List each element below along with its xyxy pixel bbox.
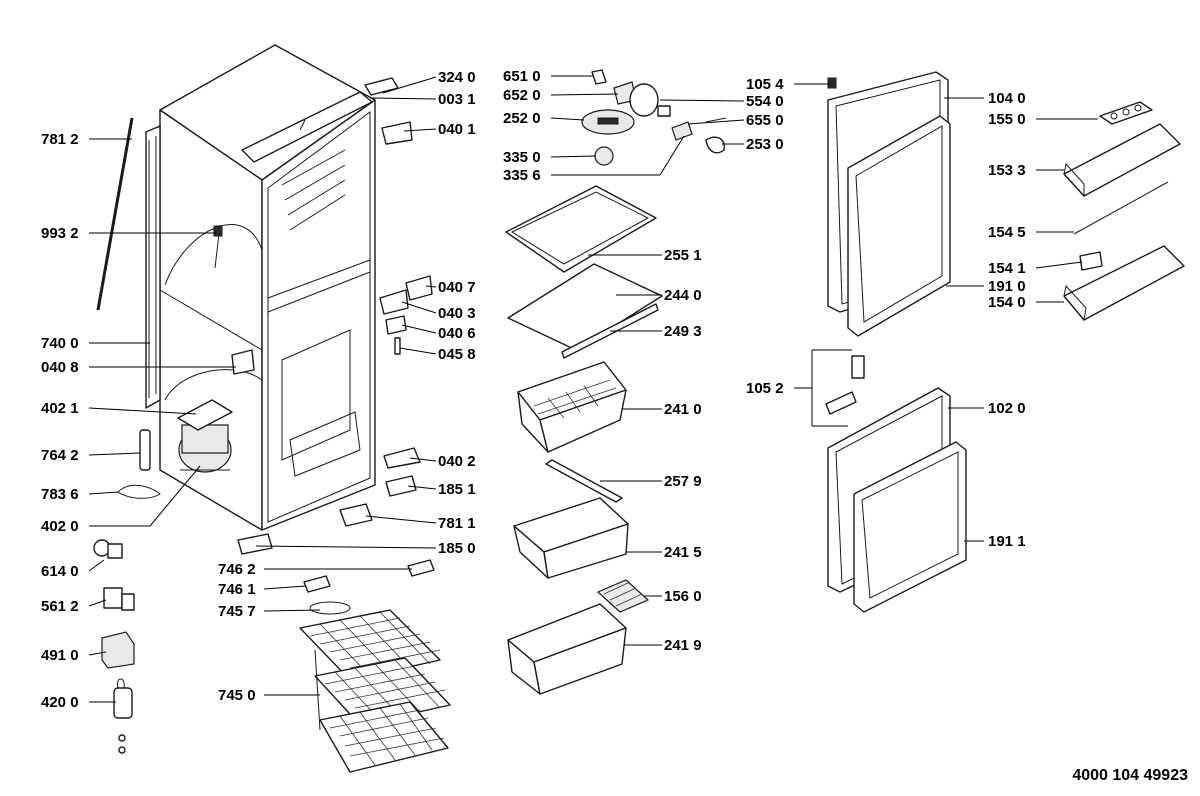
part-label: 257 9 — [664, 473, 702, 490]
ice-tray — [596, 579, 650, 613]
compressor — [177, 399, 233, 473]
document-number: 4000 104 49923 — [1072, 767, 1188, 784]
part-label: 745 7 — [218, 603, 256, 620]
part-label: 255 1 — [664, 247, 702, 264]
freezer-drawer-2 — [513, 497, 629, 579]
part-label: 746 1 — [218, 581, 256, 598]
part-label: 040 6 — [438, 325, 476, 342]
part-label: 764 2 — [41, 447, 79, 464]
part-label: 993 2 — [41, 225, 79, 242]
part-label: 191 1 — [988, 533, 1026, 550]
part-label: 420 0 — [41, 694, 79, 711]
glass-shelf — [505, 185, 657, 273]
part-label: 561 2 — [41, 598, 79, 615]
freezer-drawer-1 — [517, 361, 627, 453]
part-label: 241 5 — [664, 544, 702, 561]
part-label: 154 5 — [988, 224, 1026, 241]
part-label: 335 6 — [503, 167, 541, 184]
part-label: 402 0 — [41, 518, 79, 535]
part-label: 102 0 — [988, 400, 1026, 417]
freezer-drawer-3 — [507, 603, 627, 695]
thermostat-controls — [581, 69, 727, 166]
part-label: 153 3 — [988, 162, 1026, 179]
part-label: 105 2 — [746, 380, 784, 397]
part-label: 040 2 — [438, 453, 476, 470]
thermostat-probe — [213, 224, 223, 269]
part-label: 185 0 — [438, 540, 476, 557]
part-label: 252 0 — [503, 110, 541, 127]
fridge-door — [827, 71, 951, 337]
part-label: 324 0 — [438, 69, 476, 86]
part-label: 781 2 — [41, 131, 79, 148]
part-label: 045 8 — [438, 346, 476, 363]
part-label: 244 0 — [664, 287, 702, 304]
part-label: 783 6 — [41, 486, 79, 503]
door-hinge — [825, 355, 865, 415]
part-label: 745 0 — [218, 687, 256, 704]
electrical-parts — [93, 539, 135, 754]
part-label: 040 1 — [438, 121, 476, 138]
part-label: 155 0 — [988, 111, 1026, 128]
part-label: 154 1 — [988, 260, 1026, 277]
drawer-rail — [545, 459, 623, 503]
part-label: 241 9 — [664, 637, 702, 654]
part-label: 491 0 — [41, 647, 79, 664]
part-label: 614 0 — [41, 563, 79, 580]
wire-baskets — [299, 609, 451, 773]
part-label: 402 1 — [41, 400, 79, 417]
condenser-panel — [145, 125, 161, 409]
part-label: 040 8 — [41, 359, 79, 376]
glass-plate — [507, 263, 663, 351]
part-label: 651 0 — [503, 68, 541, 85]
capillary-tube — [117, 484, 161, 499]
part-label: 740 0 — [41, 335, 79, 352]
leader-lines — [88, 75, 1098, 703]
part-label: 249 3 — [664, 323, 702, 340]
part-label: 746 2 — [218, 561, 256, 578]
part-label: 554 0 — [746, 93, 784, 110]
part-label: 185 1 — [438, 481, 476, 498]
part-label: 335 0 — [503, 149, 541, 166]
part-label: 655 0 — [746, 112, 784, 129]
part-label: 156 0 — [664, 588, 702, 605]
part-label: 253 0 — [746, 136, 784, 153]
part-label: 154 0 — [988, 294, 1026, 311]
filter-drier — [139, 429, 151, 471]
part-label: 040 3 — [438, 305, 476, 322]
part-labels: 324 0 003 1 040 1 781 2 993 2 040 7 040 … — [41, 68, 1188, 784]
door-bins — [1063, 101, 1185, 322]
part-label: 105 4 — [746, 76, 784, 93]
part-label: 191 0 — [988, 278, 1026, 295]
wall-tube — [96, 117, 134, 311]
part-label: 781 1 — [438, 515, 476, 532]
part-label: 003 1 — [438, 91, 476, 108]
part-label: 104 0 — [988, 90, 1026, 107]
freezer-door — [827, 387, 967, 613]
part-label: 241 0 — [664, 401, 702, 418]
part-label: 040 7 — [438, 279, 476, 296]
part-label: 652 0 — [503, 87, 541, 104]
